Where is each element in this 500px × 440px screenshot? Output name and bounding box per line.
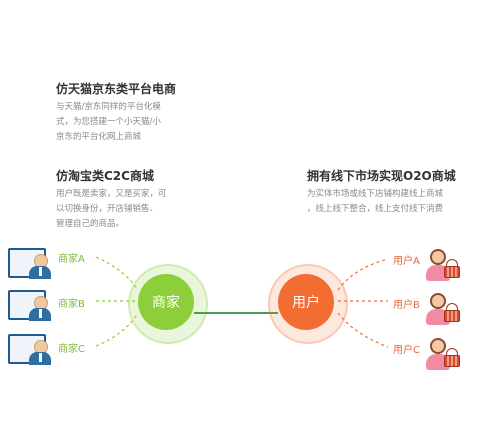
- user-hub-label: 用户: [292, 295, 320, 311]
- user-a-label: 用户A: [393, 256, 420, 267]
- merchant-b-avatar: [8, 290, 51, 321]
- tmall-desc-line-2: 式，为您搭建一个小天猫/小: [56, 117, 161, 127]
- o2o-desc-line-1: 为实体市场或线下店铺构建线上商城: [307, 189, 444, 199]
- user-a-avatar: [424, 247, 464, 287]
- shopper-woman-icon: [430, 249, 446, 265]
- basket-icon: [444, 266, 460, 278]
- shopper-woman-icon: [430, 338, 446, 354]
- merchant-hub: 商家: [138, 274, 194, 330]
- user-c-connection: [337, 312, 389, 348]
- tmall-section: 仿天猫京东类平台电商 与天猫/京东同样的平台化模 式，为您搭建一个小天猫/小 京…: [56, 81, 176, 145]
- basket-icon: [444, 355, 460, 367]
- taobao-desc-line-3: 管理自己的商品。: [56, 219, 125, 229]
- merchant-c-avatar: [8, 334, 51, 365]
- tmall-section-title: 仿天猫京东类平台电商: [56, 82, 177, 96]
- tmall-desc-line-3: 京东的平台化网上商城: [56, 132, 142, 142]
- taobao-section: 仿淘宝类C2C商城 用户既是卖家，又是买家，可 以切换身份，开店铺销售、 管理自…: [56, 168, 167, 232]
- user-hub: 用户: [278, 274, 334, 330]
- shopper-woman-icon: [430, 293, 446, 309]
- tmall-section-description: 与天猫/京东同样的平台化模 式，为您搭建一个小天猫/小 京东的平台化网上商城: [56, 100, 176, 145]
- merchant-person-tie: [39, 353, 42, 362]
- basket-handle-icon: [446, 348, 458, 356]
- basket-handle-icon: [446, 303, 458, 311]
- basket-icon: [444, 310, 460, 322]
- merchant-person-tie: [39, 309, 42, 318]
- user-c-avatar: [424, 336, 464, 376]
- taobao-section-description: 用户既是卖家，又是买家，可 以切换身份，开店铺销售、 管理自己的商品。: [56, 187, 167, 232]
- merchant-a-label: 商家A: [58, 254, 85, 265]
- taobao-desc-line-1: 用户既是卖家，又是买家，可: [56, 189, 167, 199]
- merchant-a-avatar: [8, 248, 51, 279]
- tmall-desc-line-1: 与天猫/京东同样的平台化模: [56, 102, 161, 112]
- user-a-connection: [337, 258, 389, 291]
- merchant-user-connector: [194, 312, 278, 314]
- merchant-hub-label: 商家: [152, 295, 180, 311]
- o2o-section-description: 为实体市场或线下店铺构建线上商城 ，线上线下整合，线上支付线下消费: [307, 187, 456, 217]
- user-b-avatar: [424, 291, 464, 331]
- merchant-c-label: 商家C: [58, 344, 85, 355]
- taobao-section-title: 仿淘宝类C2C商城: [56, 169, 154, 183]
- user-c-label: 用户C: [393, 345, 420, 356]
- taobao-desc-line-2: 以切换身份，开店铺销售、: [56, 204, 159, 214]
- o2o-section: 拥有线下市场实现O2O商城 为实体市场或线下店铺构建线上商城 ，线上线下整合，线…: [307, 168, 456, 217]
- merchant-person-tie: [39, 267, 42, 276]
- user-b-label: 用户B: [393, 300, 420, 311]
- merchant-b-label: 商家B: [58, 299, 85, 310]
- basket-handle-icon: [446, 259, 458, 267]
- o2o-desc-line-2: ，线上线下整合，线上支付线下消费: [307, 204, 444, 214]
- o2o-section-title: 拥有线下市场实现O2O商城: [307, 169, 456, 183]
